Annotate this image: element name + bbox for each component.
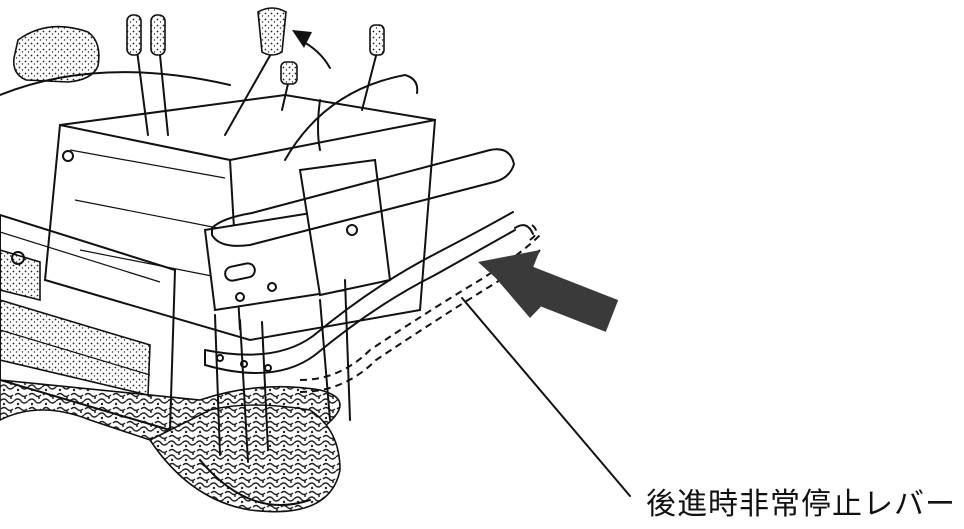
- control-levers: [126, 7, 385, 151]
- emergency-stop-lever: [204, 211, 534, 374]
- handle-bar: [211, 74, 515, 247]
- seat-cushion: [0, 25, 231, 96]
- lever-callout-label: 後進時非常停止レバー: [646, 487, 956, 522]
- leader-line: [461, 297, 631, 497]
- lower-frame: [214, 279, 351, 463]
- machine-body: [0, 93, 437, 432]
- push-direction-arrow: [478, 250, 619, 332]
